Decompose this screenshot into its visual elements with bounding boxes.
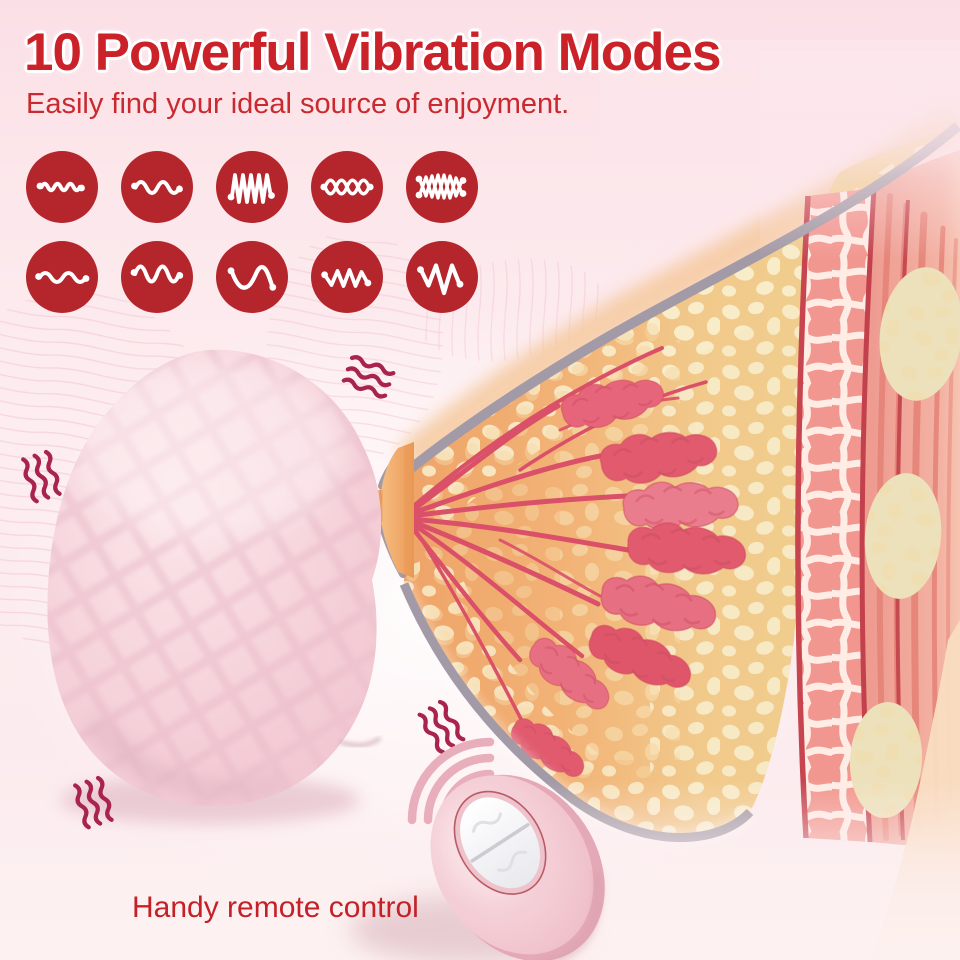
top-right-mist xyxy=(760,50,960,260)
gentle-wave-mode-icon xyxy=(26,241,98,313)
braided-zigzag-mode-icon xyxy=(406,151,478,223)
remote-button xyxy=(453,790,547,895)
massager-cup xyxy=(47,349,382,824)
soft-wave-mode-icon xyxy=(121,151,193,223)
braided-wave-mode-icon xyxy=(311,151,383,223)
remote-caption: Handy remote control xyxy=(132,891,419,924)
small-zigzag-mode-icon xyxy=(311,241,383,313)
breast-anatomy-illustration xyxy=(355,40,960,960)
chest-muscle xyxy=(795,150,960,960)
vibration-mode-grid xyxy=(26,151,478,313)
page-subtitle: Easily find your ideal source of enjoyme… xyxy=(26,88,570,121)
remote-control xyxy=(430,774,605,960)
large-sine-mode-icon xyxy=(216,241,288,313)
dense-pulse-mode-icon xyxy=(216,151,288,223)
fine-wave-mode-icon xyxy=(26,151,98,223)
deep-zigzag-mode-icon xyxy=(406,241,478,313)
deep-wave-mode-icon xyxy=(121,241,193,313)
header: 10 Powerful Vibration Modes Easily find … xyxy=(24,23,721,121)
page-title: 10 Powerful Vibration Modes xyxy=(24,23,721,82)
